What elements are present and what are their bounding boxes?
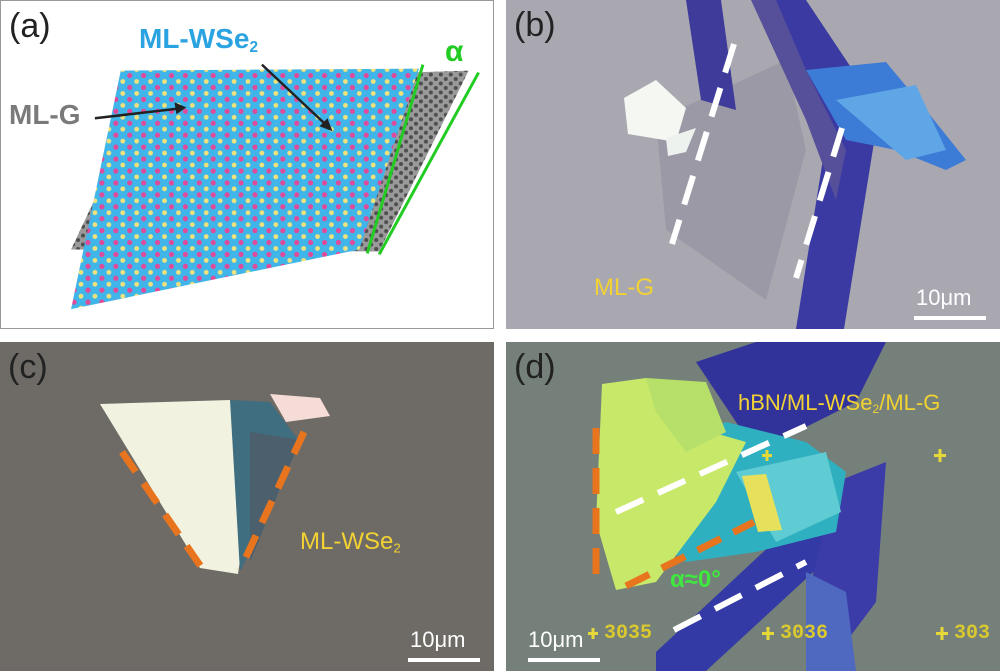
- panel-c-label: (c): [8, 348, 48, 386]
- ml-g-label: ML-G: [9, 99, 81, 130]
- panel-b-label: (b): [514, 6, 556, 44]
- alpha-label: α: [445, 35, 464, 68]
- alignment-cross-3: [588, 628, 598, 639]
- panel-a: (a) ML-WSe2 ML-G α: [0, 0, 494, 329]
- optical-image-d: [506, 342, 1000, 671]
- arrow-ml-wse2: [261, 63, 329, 128]
- panel-d-label: (d): [514, 348, 556, 386]
- scale-text-b: 10μm: [916, 285, 972, 310]
- alignment-cross-1: [762, 450, 772, 461]
- scale-bar-d: [528, 658, 600, 662]
- edge-dash-right: [236, 430, 308, 572]
- panel-b: (b) ML-G 10μm: [506, 0, 1000, 329]
- white-flake: [624, 80, 686, 142]
- graphene-edge-dash-2: [672, 559, 808, 633]
- arrow-ml-g: [94, 107, 181, 120]
- dash-line-2: [793, 127, 845, 279]
- ml-wse2-label: ML-WSe2: [139, 23, 258, 56]
- alpha-line-wse2: [365, 64, 425, 254]
- dark-flake-band: [656, 512, 846, 671]
- alpha-angle-label: α≈0°: [670, 566, 721, 593]
- light-blue-flake: [836, 85, 946, 160]
- panel-a-label: (a): [9, 7, 51, 45]
- ml-g-annotation: ML-G: [594, 274, 654, 301]
- thick-flake-left: [686, 0, 736, 110]
- edge-dash-left: [119, 450, 209, 576]
- heterostructure-illustration: [71, 63, 480, 310]
- scale-text-c: 10μm: [410, 627, 466, 652]
- optical-image-b: [506, 0, 1000, 329]
- scale-bar-b: [914, 316, 986, 320]
- wse2-flake: [100, 400, 250, 574]
- alignment-cross-2: [934, 449, 946, 462]
- wse2-edge-dash-2: [624, 518, 756, 590]
- panel-d: (d) hBN/ML-WSe2/ML-G α≈0° 3035 3036 303 …: [506, 342, 1000, 671]
- alpha-line-graphene: [377, 71, 480, 256]
- ml-wse2-annotation: ML-WSe2: [300, 528, 401, 556]
- wse2-layer: [71, 68, 419, 310]
- scale-bar-c: [408, 658, 480, 662]
- small-flake: [270, 394, 330, 422]
- dark-flake-top: [696, 342, 886, 452]
- panel-c: (c) ML-WSe2 10μm: [0, 342, 494, 671]
- optical-image-c: [0, 342, 494, 671]
- curved-flake: [751, 0, 846, 200]
- scale-text-d: 10μm: [528, 627, 584, 652]
- dash-line-1: [669, 43, 737, 245]
- graphene-flake: [656, 60, 806, 300]
- marker-number-2: 3036: [780, 622, 829, 645]
- alignment-cross-4: [762, 627, 774, 640]
- marker-number-3: 303: [954, 622, 991, 645]
- marker-number-1: 3035: [604, 622, 653, 645]
- stack-annotation: hBN/ML-WSe2/ML-G: [738, 390, 941, 417]
- alignment-cross-5: [936, 627, 948, 640]
- graphene-edge-dash-1: [614, 423, 808, 515]
